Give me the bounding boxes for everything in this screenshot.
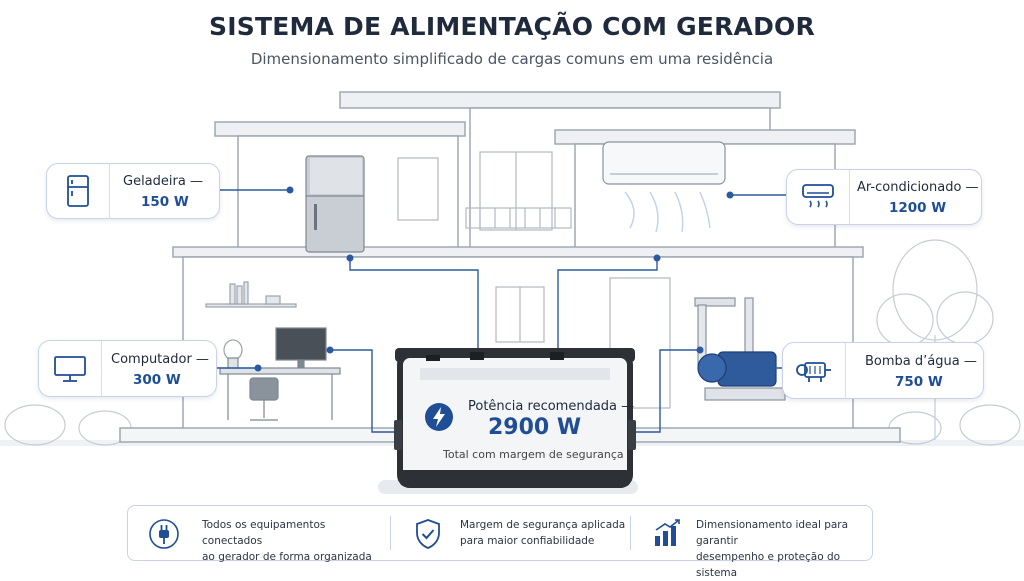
feature-text-line2: para maior confiabilidade — [460, 535, 595, 547]
load-card-bomba-dagua: Bomba d’água — 750 W — [782, 342, 984, 399]
desk-illustration — [219, 327, 341, 421]
feature-bar: Todos os equipamentos conectados ao gera… — [127, 505, 873, 579]
load-card-ar-condicionado: Ar-condicionado — 1200 W — [786, 169, 982, 225]
air-conditioner-icon — [787, 170, 850, 224]
generator-label: Potência recomendada — — [468, 399, 635, 414]
monitor-icon — [39, 341, 102, 396]
load-power: 150 W — [141, 194, 189, 210]
divider — [630, 516, 631, 550]
load-name: Geladeira — — [123, 174, 203, 189]
feature-safety-margin: Margem de segurança aplicada para maior … — [390, 506, 638, 560]
ac-illustration — [602, 141, 726, 233]
shield-check-icon — [416, 519, 440, 549]
load-name: Computador — — [111, 352, 209, 367]
page-title: SISTEMA DE ALIMENTAÇÃO COM GERADOR — [209, 12, 815, 41]
load-power: 750 W — [895, 374, 943, 390]
generator-value: 2900 W — [488, 415, 582, 440]
tree-right — [876, 239, 994, 440]
connection-lines — [215, 189, 786, 433]
feature-connected: Todos os equipamentos conectados ao gera… — [128, 506, 376, 563]
load-power: 1200 W — [889, 200, 947, 216]
plug-icon — [149, 519, 179, 549]
load-name: Ar-condicionado — — [857, 180, 979, 195]
load-card-geladeira: Geladeira — 150 W — [46, 163, 220, 219]
generator-unit — [378, 348, 638, 494]
feature-text-line2: desempenho e proteção do sistema — [696, 551, 841, 579]
load-name: Bomba d’água — — [865, 354, 977, 369]
feature-text-line1: Todos os equipamentos conectados — [202, 519, 326, 547]
load-power: 300 W — [133, 372, 181, 388]
lightning-icon — [425, 403, 453, 431]
feature-text-line1: Dimensionamento ideal para garantir — [696, 519, 849, 547]
fridge-illustration — [305, 155, 365, 253]
fridge-icon — [47, 164, 110, 218]
page-subtitle: Dimensionamento simplificado de cargas c… — [250, 50, 774, 68]
water-pump-icon — [783, 343, 846, 398]
divider — [390, 516, 391, 550]
feature-text-line1: Margem de segurança aplicada — [460, 519, 626, 531]
windows — [397, 151, 671, 409]
generator-note: Total com margem de segurança — [443, 448, 624, 461]
feature-text-line2: ao gerador de forma organizada — [202, 551, 372, 563]
load-card-computador: Computador — 300 W — [38, 340, 217, 397]
shelf — [205, 281, 297, 308]
bar-chart-icon — [655, 519, 680, 546]
feature-ideal-sizing: Dimensionamento ideal para garantir dese… — [630, 506, 872, 579]
connection-dots — [254, 186, 764, 372]
pump-illustration — [694, 297, 786, 401]
